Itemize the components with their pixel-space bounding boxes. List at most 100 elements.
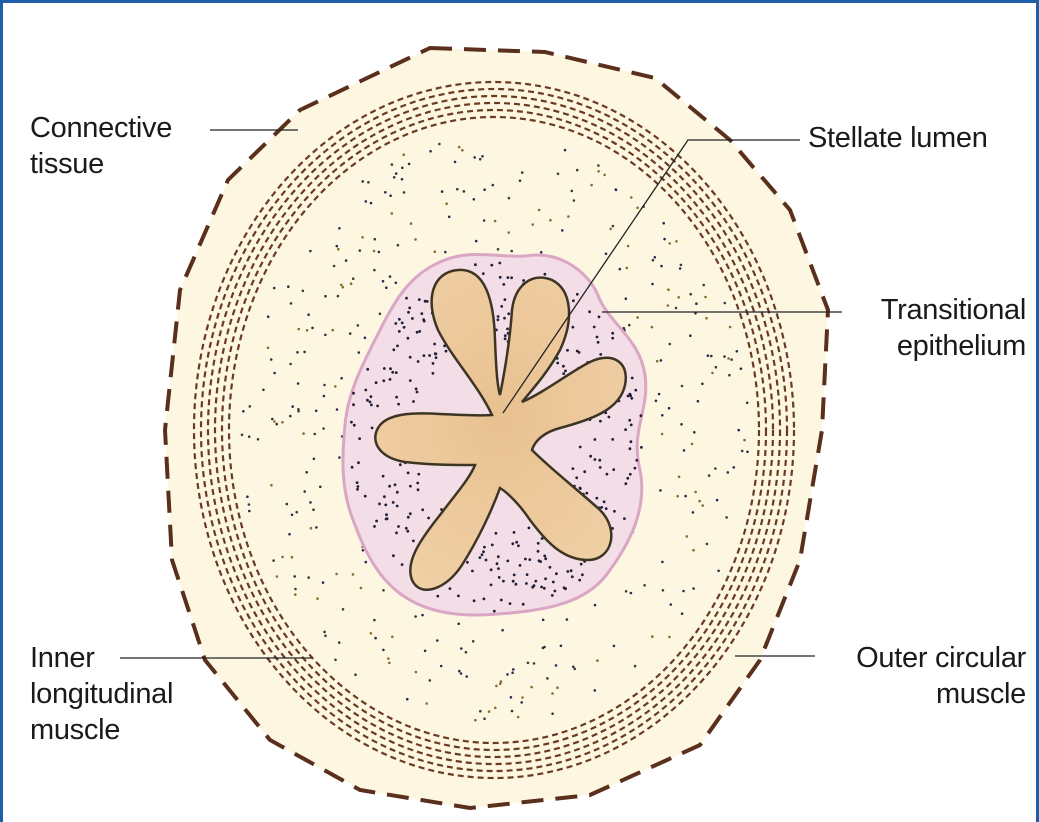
cell-dot <box>499 682 502 685</box>
cell-dot <box>504 334 507 337</box>
cell-dot <box>275 423 278 426</box>
cell-dot <box>483 188 486 191</box>
cell-dot <box>389 367 392 370</box>
cell-dot <box>367 181 370 184</box>
label-line: Transitional <box>840 292 1026 328</box>
cell-dot <box>286 503 289 506</box>
cell-dot <box>418 298 421 301</box>
cell-dot <box>727 357 730 360</box>
cell-dot <box>496 562 499 565</box>
cell-dot <box>669 343 672 346</box>
cell-dot <box>365 200 368 203</box>
cell-dot <box>416 482 419 485</box>
cell-dot <box>416 391 419 394</box>
cell-dot <box>365 561 368 564</box>
cell-dot <box>609 228 612 231</box>
cell-dot <box>382 280 385 283</box>
cell-dot <box>307 313 310 316</box>
cell-dot <box>724 302 727 305</box>
cell-dot <box>273 372 276 375</box>
cell-dot <box>398 318 401 321</box>
cell-dot <box>597 164 600 167</box>
cell-dot <box>697 400 700 403</box>
cell-dot <box>349 332 352 335</box>
cell-dot <box>474 719 477 722</box>
cell-dot <box>411 317 414 320</box>
cell-dot <box>322 581 325 584</box>
cell-dot <box>660 359 663 362</box>
cell-dot <box>483 546 486 549</box>
cell-dot <box>361 180 364 183</box>
cell-dot <box>291 514 294 517</box>
cell-dot <box>651 635 654 638</box>
cell-dot <box>289 363 292 366</box>
cell-dot <box>474 263 477 266</box>
cell-dot <box>661 561 664 564</box>
cell-dot <box>383 367 386 370</box>
cell-dot <box>493 610 496 613</box>
cell-dot <box>643 584 646 587</box>
cell-dot <box>358 351 361 354</box>
cell-dot <box>506 560 509 563</box>
cell-dot <box>571 575 574 578</box>
cell-dot <box>507 276 510 279</box>
cell-dot <box>603 174 606 177</box>
cell-dot <box>682 590 685 593</box>
cell-dot <box>676 495 679 498</box>
cell-dot <box>630 424 633 427</box>
label-line: Outer circular <box>816 640 1026 676</box>
cell-dot <box>692 511 695 514</box>
cell-dot <box>297 410 300 413</box>
cell-dot <box>466 561 469 564</box>
cell-dot <box>500 305 503 308</box>
cell-dot <box>379 313 382 316</box>
cell-dot <box>668 242 671 245</box>
cell-dot <box>524 558 527 561</box>
cell-dot <box>248 510 251 513</box>
cell-dot <box>499 276 502 279</box>
cell-dot <box>634 467 637 470</box>
cell-dot <box>460 647 463 650</box>
cell-dot <box>370 202 373 205</box>
cell-dot <box>710 355 713 358</box>
cell-dot <box>611 337 614 340</box>
cell-dot <box>706 543 709 546</box>
cell-dot <box>357 461 360 464</box>
cell-dot <box>663 238 666 241</box>
cell-dot <box>629 393 632 396</box>
cell-dot <box>426 300 429 303</box>
cell-dot <box>482 272 485 275</box>
cell-dot <box>598 316 601 319</box>
cell-dot <box>538 559 541 562</box>
cell-dot <box>528 558 531 561</box>
cell-dot <box>481 553 484 556</box>
cell-dot <box>479 710 482 713</box>
cell-dot <box>352 573 355 576</box>
cell-dot <box>634 665 637 668</box>
cell-dot <box>448 216 451 219</box>
cell-dot <box>740 367 743 370</box>
cell-dot <box>667 288 670 291</box>
cell-dot <box>418 330 421 333</box>
cell-dot <box>573 199 576 202</box>
cell-dot <box>546 677 549 680</box>
cell-dot <box>291 405 294 408</box>
label-line: muscle <box>816 676 1026 712</box>
cell-dot <box>626 477 629 480</box>
cell-dot <box>543 646 546 649</box>
cell-dot <box>572 326 575 329</box>
cell-dot <box>409 512 412 515</box>
cell-dot <box>276 575 279 578</box>
cell-dot <box>267 347 270 350</box>
cell-dot <box>385 518 388 521</box>
cell-dot <box>324 334 327 337</box>
label-inner-longitudinal-muscle: Inner longitudinal muscle <box>30 640 173 748</box>
cell-dot <box>596 336 599 339</box>
cell-dot <box>305 471 308 474</box>
cell-dot <box>497 555 500 558</box>
cell-dot <box>598 459 601 462</box>
cell-dot <box>373 525 376 528</box>
cell-dot <box>503 317 506 320</box>
cell-dot <box>454 161 457 164</box>
cell-dot <box>360 587 363 590</box>
